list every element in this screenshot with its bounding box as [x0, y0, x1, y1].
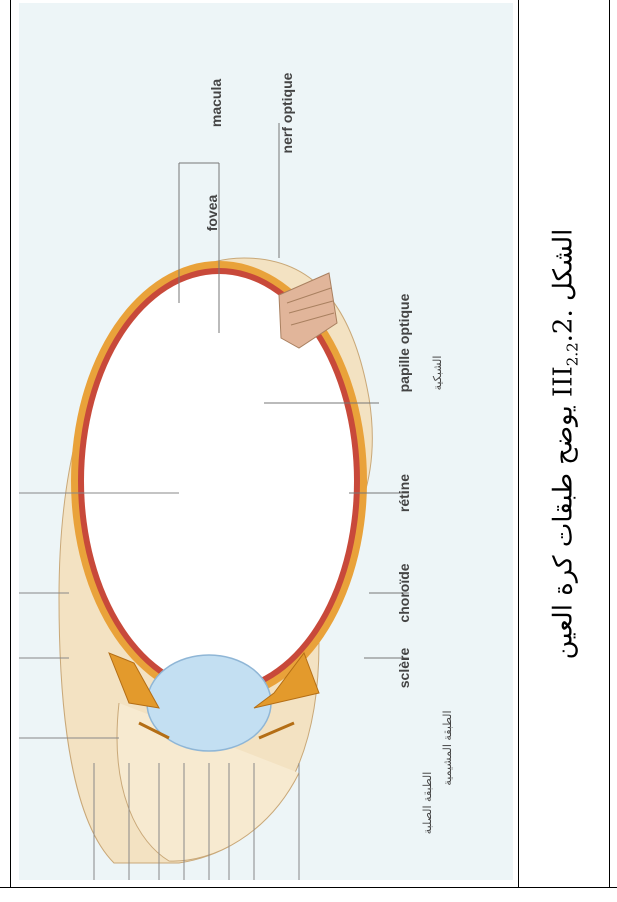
label-fovea: fovea — [204, 195, 220, 232]
label-choroide: choroïde — [396, 563, 412, 622]
eye-diagram: nerf optique macula fovea papille optiqu… — [19, 3, 513, 880]
label-papille-optique: papille optique — [396, 293, 412, 392]
label-macula: macula — [208, 79, 224, 127]
label-nerf-optique: nerf optique — [279, 72, 295, 153]
arabic-label-choroid: الطبقة المشيمية — [441, 710, 454, 785]
caption-column: الشكل III2.2.2. يوضح طبقات كرة العين — [519, 0, 610, 888]
caption-text: يوضح طبقات كرة العين — [548, 405, 578, 659]
caption-prefix: الشكل — [548, 229, 578, 301]
label-retine: rétine — [396, 474, 412, 512]
arabic-label-retina: الشبكية — [431, 356, 444, 391]
arabic-label-sclera: الطبقة الصلبة — [421, 772, 434, 835]
caption-number: III2.2.2. — [548, 309, 578, 397]
figure-caption: الشكل III2.2.2. يوضح طبقات كرة العين — [548, 229, 581, 660]
eye-cross-section: nerf optique macula fovea papille optiqu… — [19, 3, 513, 880]
label-sclere: sclère — [396, 648, 412, 689]
